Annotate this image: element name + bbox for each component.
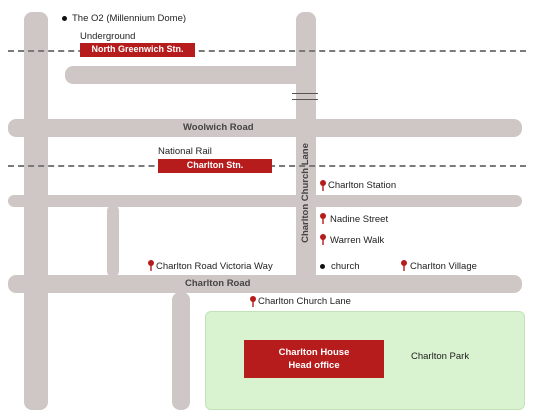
church-label: church — [331, 261, 360, 272]
woolwich-road — [8, 119, 522, 137]
short-vertical-road — [107, 205, 119, 277]
charlton-station-box[interactable]: Charlton Stn. — [158, 159, 272, 173]
charlton-house-head-office[interactable]: Charlton House Head office — [244, 340, 384, 378]
nadine-street-label: Nadine Street — [330, 214, 389, 225]
pin-icon-charlton-village — [401, 260, 407, 271]
charlton-park-label: Charlton Park — [411, 351, 470, 362]
national-rail-label: National Rail — [158, 146, 212, 157]
charlton-village-label: Charlton Village — [410, 261, 477, 272]
charlton-church-lane-label: Charlton Church Lane — [300, 143, 311, 243]
pin-icon-nadine-street — [320, 213, 326, 224]
pin-icon-charlton-church-lane — [250, 296, 256, 307]
church-lane-road — [296, 12, 316, 292]
church-marker — [320, 264, 325, 269]
pin-icon-warren-walk — [320, 234, 326, 245]
middle-horizontal-road — [8, 195, 522, 207]
charlton-church-lane-stop-label: Charlton Church Lane — [258, 296, 351, 307]
charlton-road — [8, 275, 522, 293]
underground-line — [8, 50, 526, 52]
o2-marker — [62, 16, 67, 21]
warren-walk-label: Warren Walk — [330, 235, 385, 246]
office-line-1: Charlton House — [278, 347, 350, 358]
office-line-2: Head office — [288, 360, 340, 371]
bridge-marker — [292, 93, 318, 100]
o2-label: The O2 (Millennium Dome) — [72, 13, 187, 24]
pin-icon-charlton-road-victoria-way — [148, 260, 154, 271]
pin-icon-charlton-station — [320, 180, 326, 191]
top-connector-road — [65, 66, 315, 84]
lower-vertical-road — [172, 292, 190, 410]
charlton-station-stop-label: Charlton Station — [328, 180, 397, 191]
charlton-road-label: Charlton Road — [185, 278, 251, 289]
north-greenwich-station[interactable]: North Greenwich Stn. — [80, 43, 195, 57]
left-vertical-road — [24, 12, 48, 410]
underground-label: Underground — [80, 31, 136, 42]
woolwich-road-label: Woolwich Road — [183, 122, 254, 133]
charlton-road-victoria-way-label: Charlton Road Victoria Way — [156, 261, 273, 272]
